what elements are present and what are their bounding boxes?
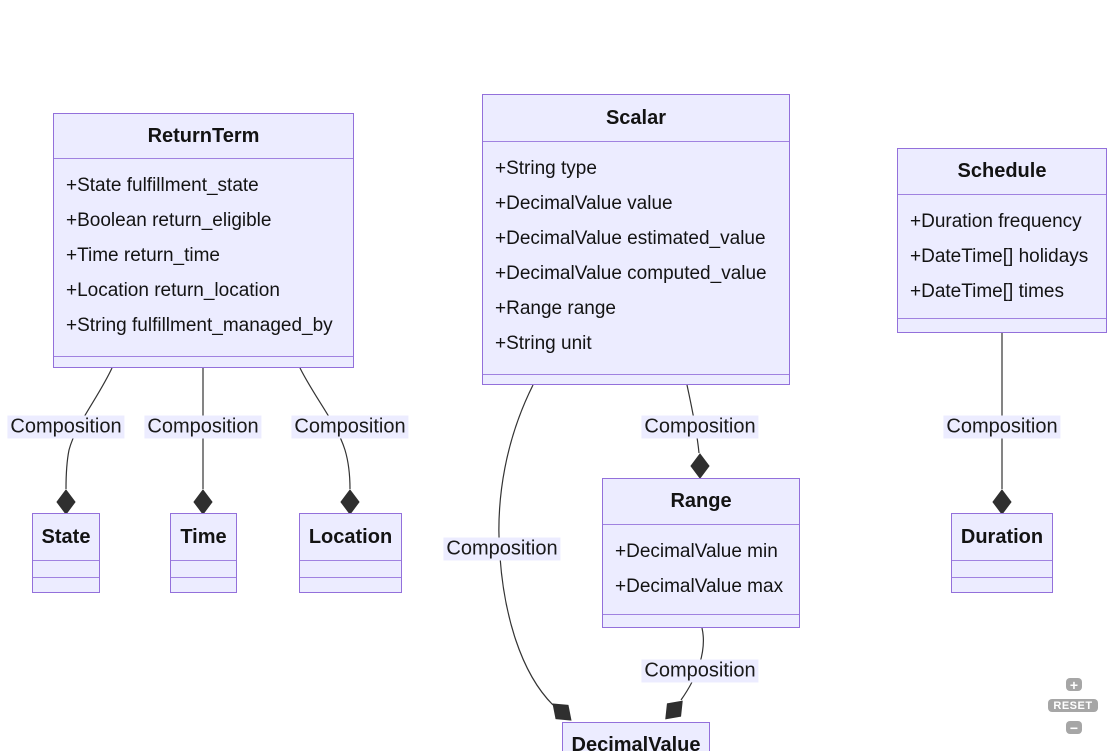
class-attributes-empty xyxy=(952,560,1052,577)
class-methods-empty xyxy=(952,577,1052,593)
class-attribute: +Time return_time xyxy=(66,244,220,266)
composition-diamond-icon xyxy=(193,489,213,515)
class-attribute: +Duration frequency xyxy=(910,210,1082,232)
class-title: Schedule xyxy=(957,160,1047,182)
class-title: Time xyxy=(180,525,227,548)
class-attributes: +State fulfillment_state +Boolean return… xyxy=(54,158,353,356)
class-decimalvalue[interactable]: DecimalValue xyxy=(562,722,710,751)
class-range[interactable]: Range +DecimalValue min +DecimalValue ma… xyxy=(602,478,800,628)
class-attributes: +Duration frequency +DateTime[] holidays… xyxy=(898,194,1106,318)
class-attributes-empty xyxy=(300,560,401,577)
class-methods-empty xyxy=(171,577,236,593)
class-attribute: +DateTime[] times xyxy=(910,280,1064,302)
edge-label-composition: Composition xyxy=(641,415,759,439)
class-attribute: +Boolean return_eligible xyxy=(66,209,272,231)
class-attribute: +DecimalValue value xyxy=(495,192,673,214)
reset-button[interactable]: RESET xyxy=(1048,699,1098,712)
composition-diamond-icon xyxy=(56,489,76,515)
composition-diamond-icon xyxy=(552,703,572,721)
class-scalar[interactable]: Scalar +String type +DecimalValue value … xyxy=(482,94,790,385)
class-attribute: +Location return_location xyxy=(66,279,280,301)
composition-diamond-icon xyxy=(690,453,710,479)
class-state[interactable]: State xyxy=(32,513,100,593)
zoom-in-button[interactable]: + xyxy=(1066,678,1082,692)
class-attributes-empty xyxy=(171,560,236,577)
class-duration[interactable]: Duration xyxy=(951,513,1053,593)
class-methods-empty xyxy=(300,577,401,593)
edge-returnterm-state xyxy=(65,367,113,490)
class-methods-empty xyxy=(898,318,1106,334)
composition-diamond-icon xyxy=(665,700,683,720)
class-title: Scalar xyxy=(605,106,667,129)
class-methods-empty xyxy=(33,577,99,593)
class-attribute: +String type xyxy=(495,157,597,179)
class-time[interactable]: Time xyxy=(170,513,237,593)
class-attribute: +State fulfillment_state xyxy=(66,174,259,196)
class-title: ReturnTerm xyxy=(147,124,260,147)
class-attributes-empty xyxy=(33,560,99,577)
class-attribute: +DecimalValue min xyxy=(615,540,778,562)
class-title: Range xyxy=(670,490,732,512)
class-returnterm[interactable]: ReturnTerm +State fulfillment_state +Boo… xyxy=(53,113,354,368)
class-methods-empty xyxy=(54,356,353,369)
class-attributes: +DecimalValue min +DecimalValue max xyxy=(603,524,799,614)
zoom-out-button[interactable]: − xyxy=(1066,721,1082,735)
edge-returnterm-location xyxy=(299,367,351,490)
class-methods-empty xyxy=(603,614,799,629)
class-title: DecimalValue xyxy=(571,733,701,751)
class-attributes: +String type +DecimalValue value +Decima… xyxy=(483,141,789,374)
class-methods-empty xyxy=(483,374,789,386)
edge-label-composition: Composition xyxy=(291,415,409,439)
class-attribute: +Range range xyxy=(495,297,616,319)
class-attribute: +String unit xyxy=(495,332,592,354)
class-attribute: +String fulfillment_managed_by xyxy=(66,314,333,336)
class-attribute: +DecimalValue computed_value xyxy=(495,262,767,284)
class-attribute: +DateTime[] holidays xyxy=(910,245,1089,267)
edge-label-composition: Composition xyxy=(641,659,759,683)
class-title: Duration xyxy=(960,525,1044,548)
class-attribute: +DecimalValue max xyxy=(615,575,784,597)
class-attribute: +DecimalValue estimated_value xyxy=(495,227,766,249)
class-location[interactable]: Location xyxy=(299,513,402,593)
edge-label-composition: Composition xyxy=(943,415,1061,439)
composition-diamond-icon xyxy=(992,489,1012,515)
class-schedule[interactable]: Schedule +Duration frequency +DateTime[]… xyxy=(897,148,1107,333)
edge-label-composition: Composition xyxy=(443,537,561,561)
edge-label-composition: Composition xyxy=(7,415,125,439)
composition-diamond-icon xyxy=(340,489,360,515)
edge-label-composition: Composition xyxy=(144,415,262,439)
class-title: State xyxy=(41,525,91,548)
class-title: Location xyxy=(308,525,393,548)
